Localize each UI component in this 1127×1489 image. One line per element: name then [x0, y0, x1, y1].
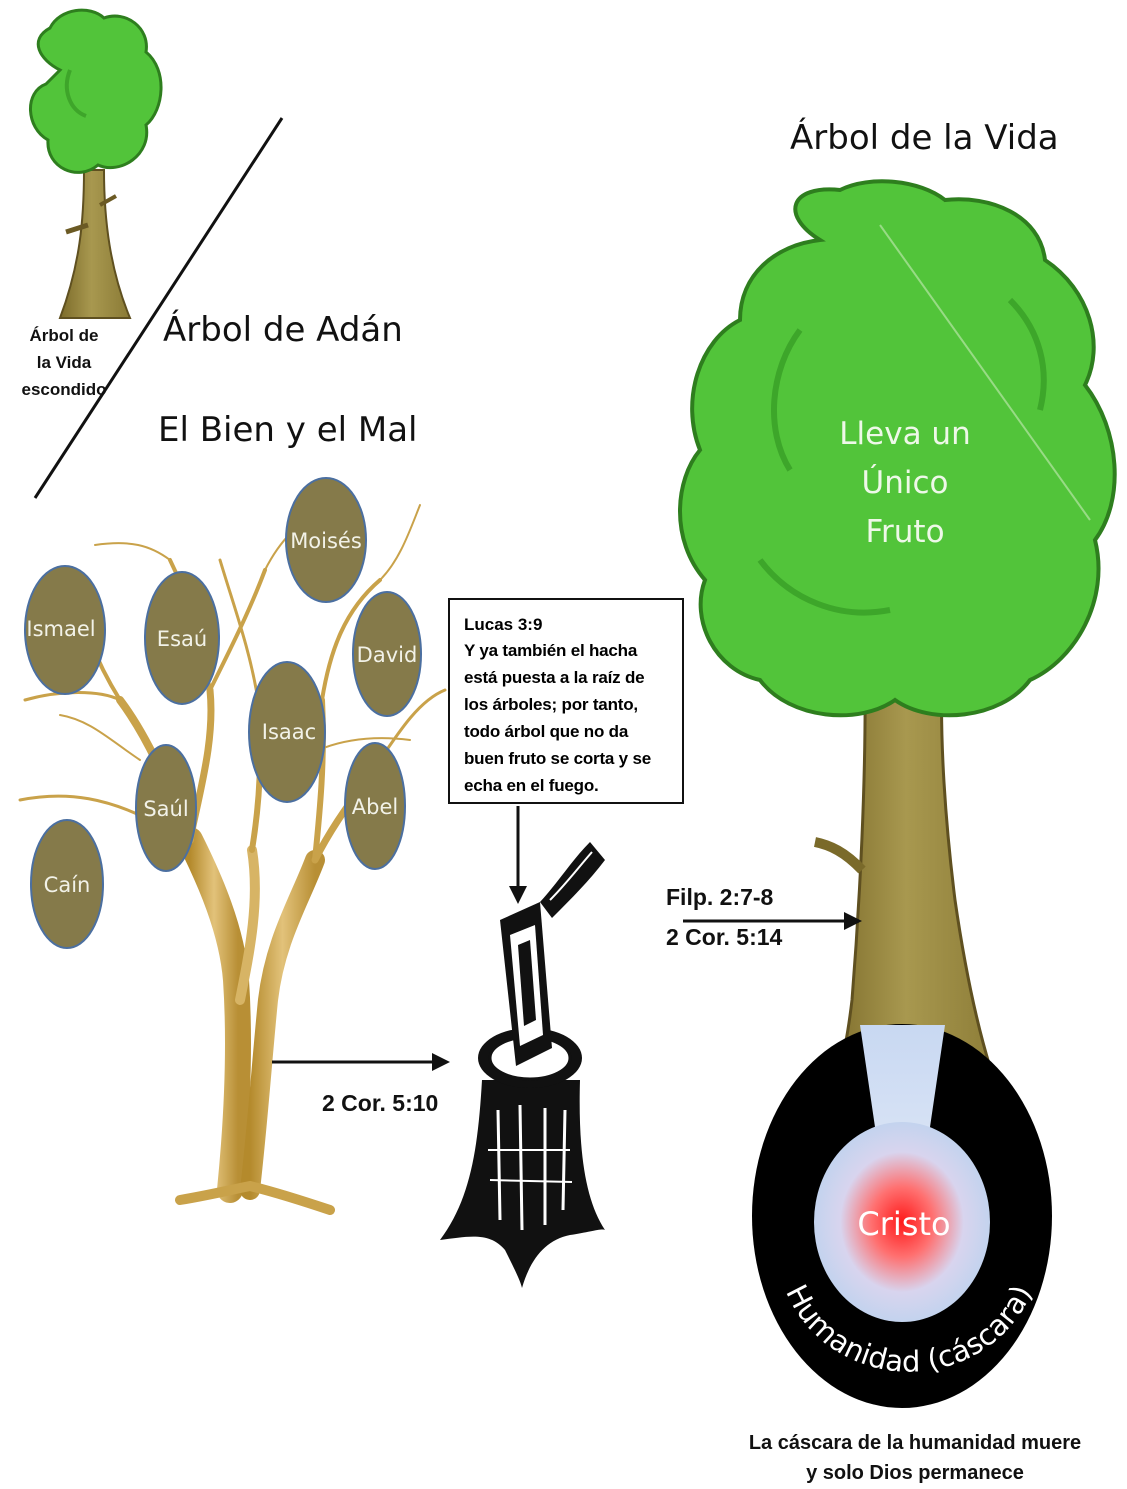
- caption-line: La cáscara de la humanidad muere: [720, 1428, 1110, 1458]
- caption-line: y solo Dios permanece: [720, 1458, 1110, 1488]
- shell-label-text: Humanidad (cáscara): [779, 1279, 1038, 1379]
- core-label: Cristo: [857, 1205, 950, 1243]
- caption: La cáscara de la humanidad muere y solo …: [720, 1428, 1110, 1488]
- shell-label: Humanidad (cáscara): [779, 1279, 1038, 1379]
